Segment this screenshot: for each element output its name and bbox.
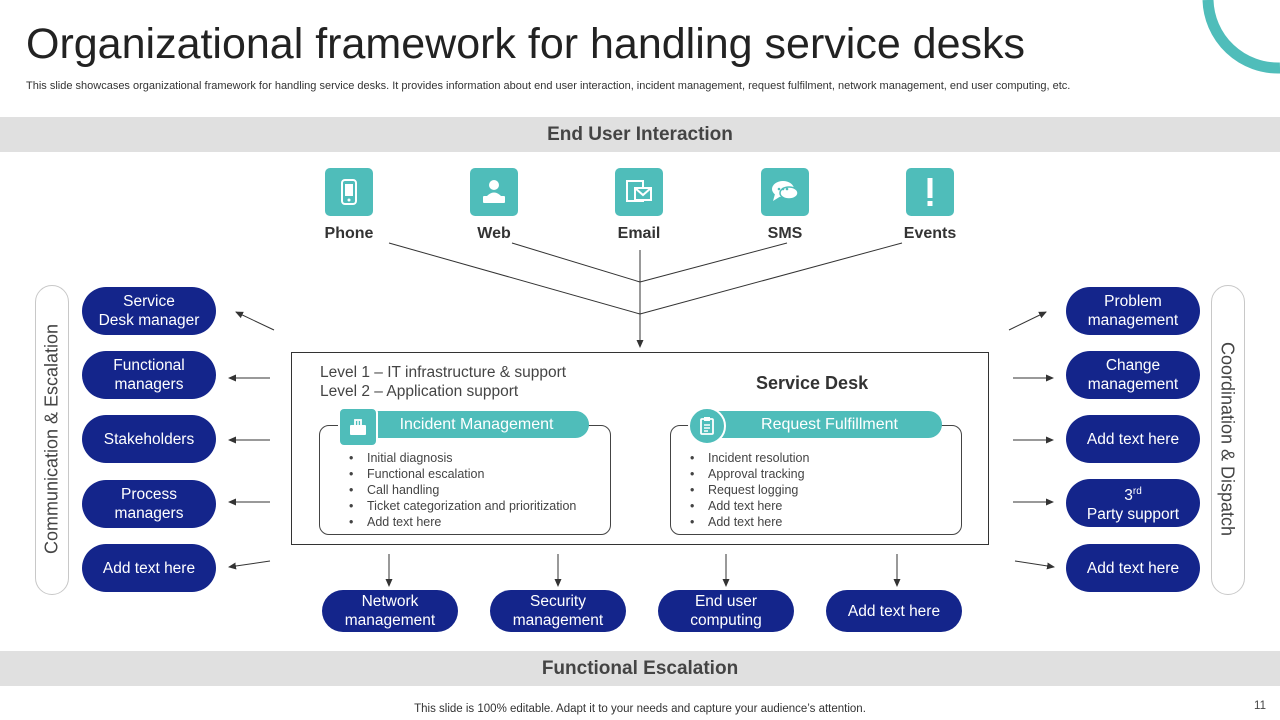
- list-item: Add text here: [349, 514, 576, 530]
- exclamation-icon: [906, 168, 954, 216]
- channel-label-email: Email: [617, 225, 661, 242]
- list-item: Call handling: [349, 482, 576, 498]
- list-item: Ticket categorization and prioritization: [349, 498, 576, 514]
- incident-items-list: Initial diagnosis Functional escalation …: [349, 450, 576, 530]
- incident-management-header: Incident Management: [340, 411, 589, 438]
- incident-toolbox-icon: [338, 407, 378, 447]
- page-title: Organizational framework for handling se…: [26, 20, 1026, 68]
- coordination-dispatch-label: Coordination & Dispatch: [1217, 341, 1238, 537]
- channel-label-events: Events: [903, 225, 957, 242]
- request-fulfillment-header: Request Fulfillment: [693, 411, 942, 438]
- pill-right-add-text-1: Add text here: [1066, 415, 1200, 463]
- email-icon: [615, 168, 663, 216]
- list-item: Approval tracking: [690, 466, 809, 482]
- list-item: Incident resolution: [690, 450, 809, 466]
- list-item: Request logging: [690, 482, 809, 498]
- footer-note: This slide is 100% editable. Adapt it to…: [414, 703, 866, 715]
- request-clipboard-icon: [688, 407, 726, 445]
- end-user-interaction-band: End User Interaction: [0, 117, 1280, 152]
- right-side-frame: [1211, 285, 1245, 595]
- web-user-icon: [470, 168, 518, 216]
- functional-escalation-band: Functional Escalation: [0, 651, 1280, 686]
- list-item: Add text here: [690, 498, 809, 514]
- level-2-text: Level 2 – Application support: [320, 383, 519, 400]
- left-side-frame: [35, 285, 69, 595]
- page-subtitle: This slide showcases organizational fram…: [26, 80, 1071, 92]
- channel-label-web: Web: [477, 225, 511, 242]
- request-items-list: Incident resolution Approval tracking Re…: [690, 450, 809, 530]
- pill-right-add-text-2: Add text here: [1066, 544, 1200, 592]
- pill-stakeholders: Stakeholders: [82, 415, 216, 463]
- pill-bottom-add-text: Add text here: [826, 590, 962, 632]
- sms-chat-icon: [761, 168, 809, 216]
- level-1-text: Level 1 – IT infrastructure & support: [320, 364, 567, 381]
- list-item: Add text here: [690, 514, 809, 530]
- page-number: 11: [1254, 700, 1266, 712]
- channel-label-sms: SMS: [767, 225, 803, 242]
- service-desk-box: [291, 352, 989, 545]
- list-item: Initial diagnosis: [349, 450, 576, 466]
- pill-left-add-text: Add text here: [82, 544, 216, 592]
- communication-escalation-label: Communication & Escalation: [41, 323, 62, 555]
- phone-icon: [325, 168, 373, 216]
- service-desk-title: Service Desk: [756, 373, 869, 393]
- decorative-arc: [1202, 0, 1280, 74]
- channel-label-phone: Phone: [324, 225, 374, 242]
- list-item: Functional escalation: [349, 466, 576, 482]
